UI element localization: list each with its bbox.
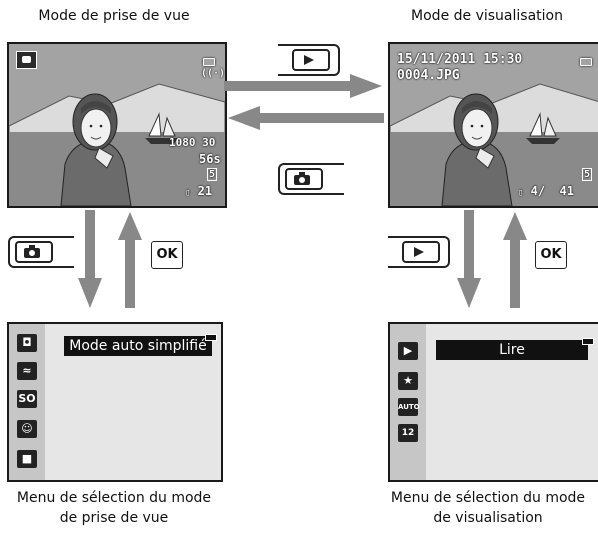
camera-icon [24, 245, 40, 258]
battery-icon [582, 338, 594, 345]
special-effects-icon[interactable]: SO [17, 390, 37, 408]
arrow-shooting-to-menu [78, 210, 102, 308]
playback-photo [390, 44, 598, 206]
list-by-date-icon[interactable]: 12 [398, 424, 418, 442]
frame-counter-value: 4/ 41 [530, 184, 575, 198]
file-name-display: 0004.JPG [397, 68, 460, 83]
image-size-icon: 5 [582, 168, 593, 181]
playback-mode-menu: ▶ ★ AUTO 12 Lire [388, 322, 598, 482]
arrow-menu-to-playback [503, 212, 527, 308]
exposures-count: 21 [197, 184, 213, 198]
vibration-reduction-icon: ((·)) [201, 68, 226, 79]
scene-auto-icon[interactable]: ◘ [17, 334, 37, 352]
scene-auto-icon [16, 51, 37, 69]
battery-icon [203, 58, 215, 66]
playback-button-right[interactable] [388, 236, 450, 268]
battery-icon [580, 58, 592, 66]
scene-icon[interactable]: ≈ [17, 362, 37, 380]
selected-menu-item[interactable]: Mode auto simplifié [64, 336, 212, 356]
arrow-shooting-to-playback [224, 74, 382, 98]
caption-playback-menu: Menu de sélection du mode de visualisati… [378, 488, 598, 528]
playback-button[interactable] [278, 44, 340, 76]
landscape-portrait-photo [9, 44, 225, 206]
battery-icon [205, 334, 217, 341]
ok-button-right[interactable]: OK [535, 241, 567, 269]
remaining-movie-time: 56s [199, 152, 221, 166]
exposures-remaining: ▯ 21 [185, 184, 212, 198]
shooting-button[interactable] [278, 163, 344, 195]
caption-line-1: Menu de sélection du mode [16, 490, 212, 506]
date-time-display: 15/11/2011 15:30 [397, 52, 523, 67]
arrow-menu-to-shooting [118, 212, 142, 308]
caption-playback-mode: Mode de visualisation [411, 8, 563, 24]
play-icon[interactable]: ▶ [398, 342, 418, 360]
selected-menu-item[interactable]: Lire [436, 340, 588, 360]
caption-line-2: de visualisation [433, 510, 543, 526]
playback-mode-screen: 15/11/2011 15:30 0004.JPG 5 ▯ 4/ 41 [388, 42, 598, 208]
frame-counter: ▯ 4/ 41 [518, 184, 574, 198]
caption-shooting-menu: Menu de sélection du mode de prise de vu… [0, 488, 228, 528]
caption-line-1: Menu de sélection du mode [390, 490, 586, 506]
movie-options-label: 1080 30 [169, 136, 216, 149]
ok-button-left[interactable]: OK [151, 241, 183, 269]
caption-shooting-mode: Mode de prise de vue [38, 8, 190, 24]
favorites-icon[interactable]: ★ [398, 372, 418, 390]
shooting-mode-menu: ◘ ≈ SO ☺ ■ Mode auto simplifié [7, 322, 223, 482]
smart-portrait-icon[interactable]: ☺ [17, 420, 37, 438]
arrow-playback-to-shooting [228, 106, 384, 130]
arrow-playback-to-menu [457, 210, 481, 308]
auto-mode-icon[interactable]: ■ [17, 450, 37, 468]
internal-memory-icon: ▯ [518, 188, 524, 198]
camera-icon [294, 172, 310, 185]
caption-line-2: de prise de vue [59, 510, 169, 526]
shooting-button-left[interactable] [8, 236, 74, 268]
shooting-mode-screen: ((·)) 1080 30 56s 5 ▯ 21 [7, 42, 227, 208]
auto-sort-icon[interactable]: AUTO [398, 398, 420, 416]
image-size-icon: 5 [207, 168, 218, 181]
internal-memory-icon: ▯ [185, 188, 191, 198]
play-icon [304, 55, 314, 65]
play-icon [414, 247, 424, 257]
